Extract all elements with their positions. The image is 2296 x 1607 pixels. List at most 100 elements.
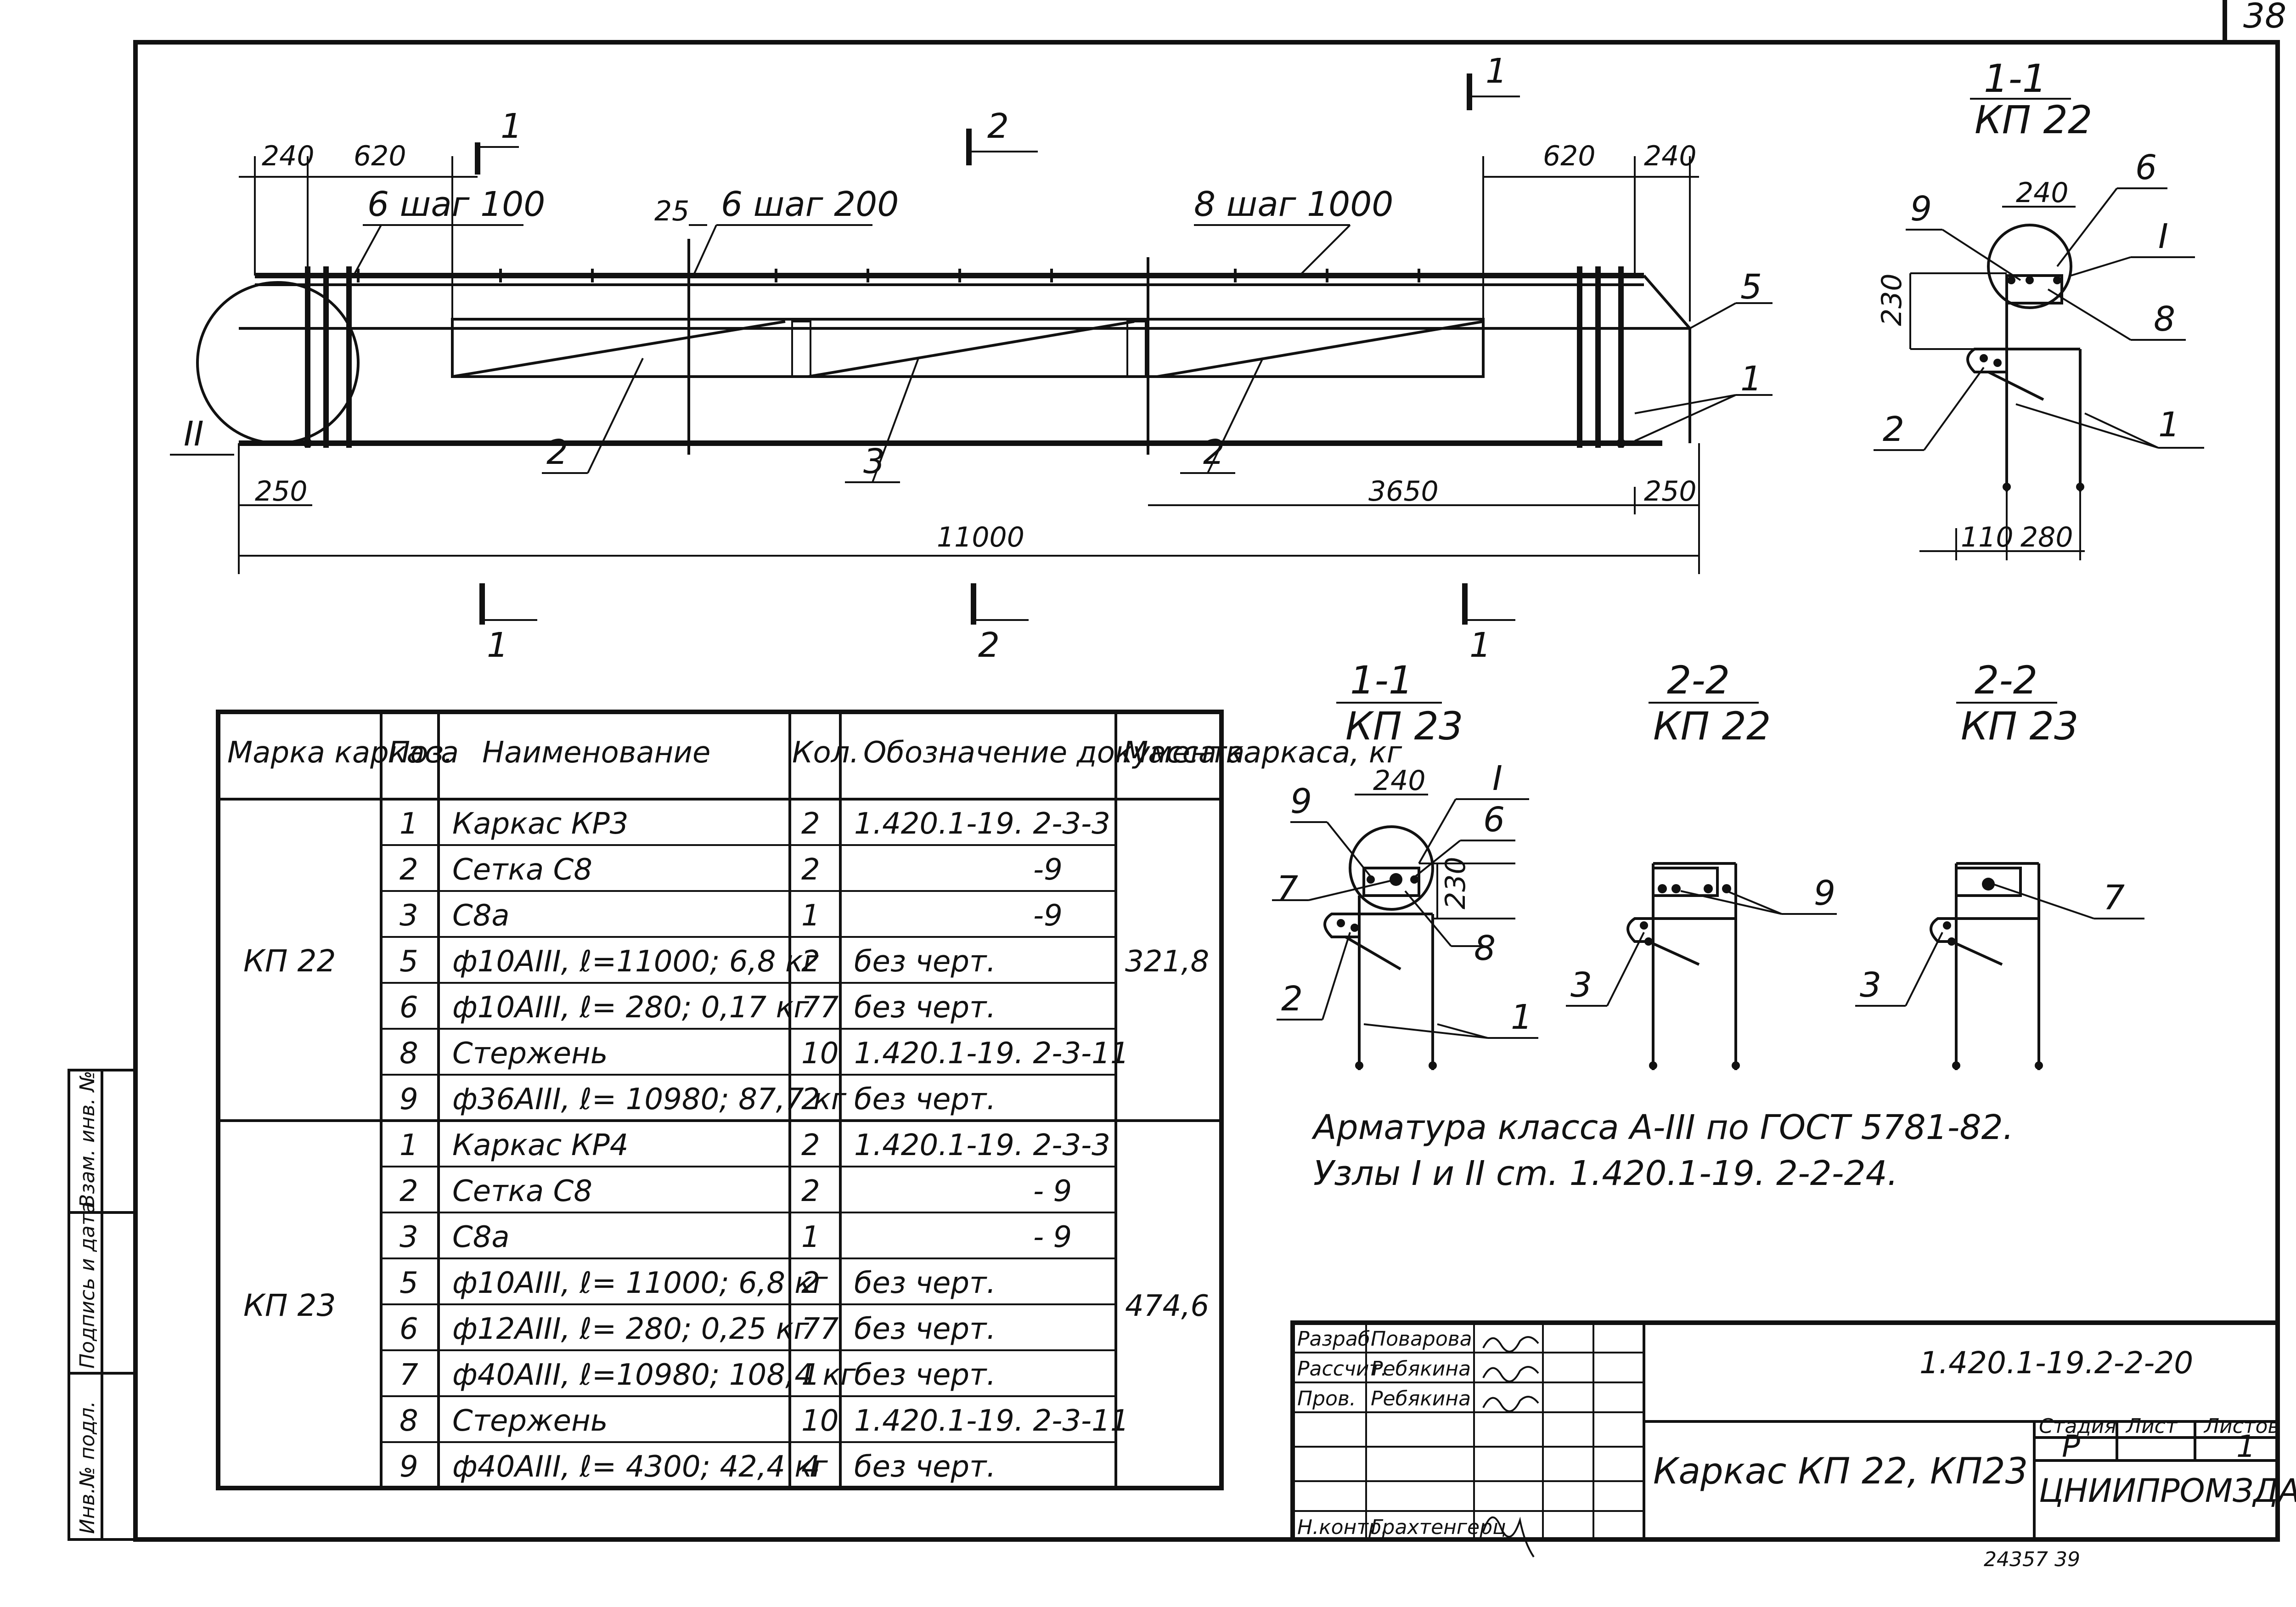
spec-pos: 5 bbox=[400, 945, 418, 979]
title-block-code: 1.420.1-19.2-2-20 bbox=[1919, 1345, 2193, 1381]
dim-620-left: 620 bbox=[354, 140, 406, 172]
section-11-kp22: 1-1 КП 22 240 230 110 280 9 6 I 8 2 bbox=[1874, 56, 2204, 560]
title-block-sheets: 1 bbox=[2236, 1429, 2256, 1464]
spec-mark: КП 23 bbox=[243, 1288, 336, 1323]
spec-qty: 10 bbox=[801, 1037, 838, 1071]
tb-name: Ребякина bbox=[1371, 1357, 1471, 1381]
leader-2-right: 2 bbox=[1203, 433, 1225, 472]
spec-pos: 2 bbox=[400, 853, 418, 887]
spec-qty: 1 bbox=[801, 1220, 820, 1254]
leader-5: 5 bbox=[1740, 267, 1762, 307]
svg-text:1: 1 bbox=[1469, 626, 1491, 665]
leader-3: 3 bbox=[863, 442, 885, 481]
sec11kp22-leader-6: 6 bbox=[2135, 148, 2157, 187]
spec-qty: 77 bbox=[801, 1312, 839, 1346]
leader-1: 1 bbox=[1740, 359, 1762, 399]
dim-250-right: 250 bbox=[1644, 475, 1697, 507]
spec-pos: 1 bbox=[400, 1128, 418, 1162]
cut-mark-bottom-1: 1 bbox=[479, 583, 537, 665]
cut-mark-top-2: 2 bbox=[966, 107, 1038, 165]
section-22-kp22-subtitle: КП 22 bbox=[1653, 704, 1771, 749]
section-22-kp22: 2-2 КП 22 9 3 bbox=[1566, 658, 1837, 1070]
spec-pos: 6 bbox=[400, 1312, 418, 1346]
elevation-view: 240 620 620 240 25 6 шаг 100 6 шаг 200 8… bbox=[170, 51, 1773, 665]
spec-mass: 474,6 bbox=[1125, 1289, 1209, 1323]
sec22kp22-leader-3: 3 bbox=[1570, 965, 1592, 1005]
side-stamp-replace: Взам. инв. № bbox=[76, 1071, 99, 1208]
sec11kp22-dim-110: 110 bbox=[1961, 521, 2014, 553]
dim-250-left: 250 bbox=[255, 475, 308, 507]
section-11-kp22-subtitle: КП 22 bbox=[1975, 97, 2092, 142]
sec22kp22-leader-9: 9 bbox=[1814, 874, 1835, 913]
spec-pos: 8 bbox=[400, 1404, 418, 1438]
svg-text:2: 2 bbox=[987, 107, 1009, 146]
spec-doc: -9 bbox=[1033, 899, 1063, 933]
spec-name: Каркас КР4 bbox=[452, 1128, 628, 1162]
spec-pos: 9 bbox=[400, 1083, 418, 1116]
tb-role: Н.контр. bbox=[1297, 1516, 1388, 1539]
sec11kp23-leader-8: 8 bbox=[1474, 929, 1496, 968]
spec-name: Сетка С8 bbox=[452, 853, 592, 887]
spec-doc: 1.420.1-19. 2-3-3 bbox=[854, 807, 1110, 841]
node-ii-circle bbox=[196, 281, 360, 445]
signature-4 bbox=[1482, 1516, 1535, 1558]
spec-doc: без черт. bbox=[854, 1358, 996, 1392]
bar-label-2: 6 шаг 200 bbox=[721, 185, 899, 224]
spec-qty: 2 bbox=[801, 807, 820, 841]
dim-25: 25 bbox=[654, 195, 689, 227]
spec-doc: без черт. bbox=[854, 1450, 996, 1484]
spec-doc: - 9 bbox=[1033, 1174, 1072, 1208]
sec11kp22-dim-230: 230 bbox=[1876, 273, 1908, 326]
tb-role: Пров. bbox=[1297, 1387, 1356, 1410]
section-11-kp22-title: 1-1 bbox=[1984, 56, 2047, 101]
spec-qty: 2 bbox=[801, 1128, 820, 1162]
sec11kp23-dim-230: 230 bbox=[1440, 857, 1472, 909]
cut-mark-bottom-3: 1 bbox=[1462, 583, 1515, 665]
spec-header-5: Масса каркаса, кг bbox=[1123, 736, 1402, 770]
sheet-number: 38 bbox=[2243, 0, 2286, 36]
spec-qty: 2 bbox=[801, 1083, 820, 1116]
spec-pos: 3 bbox=[400, 899, 418, 933]
spec-pos: 7 bbox=[400, 1358, 418, 1392]
spec-mark: КП 22 bbox=[243, 943, 336, 979]
section-22-kp23-title: 2-2 bbox=[1975, 658, 2037, 703]
side-stamp-sign: Подпись и дата bbox=[76, 1201, 99, 1369]
sheet-frame bbox=[133, 40, 2280, 1542]
sec11kp22-dim-240: 240 bbox=[2016, 177, 2069, 209]
spec-doc: без черт. bbox=[854, 1083, 996, 1116]
tb-role: Разраб. bbox=[1297, 1327, 1377, 1351]
spec-name: Стержень bbox=[452, 1404, 608, 1438]
title-block-roles: Разраб.ПовароваРассчит.РебякинаПров.Ребя… bbox=[1297, 1327, 1506, 1539]
section-11-kp23-subtitle: КП 23 bbox=[1345, 704, 1463, 749]
sec11kp22-dim-280: 280 bbox=[2020, 521, 2073, 553]
spec-name: Стержень bbox=[452, 1037, 608, 1071]
sec11kp22-leader-9: 9 bbox=[1910, 189, 1932, 229]
tb-name: Грахтенгерц bbox=[1371, 1516, 1506, 1539]
sec11kp23-leader-6: 6 bbox=[1483, 800, 1505, 840]
dim-620-right: 620 bbox=[1543, 140, 1596, 172]
spec-header-3: Кол. bbox=[792, 736, 859, 770]
sec11kp23-leader-2: 2 bbox=[1281, 979, 1303, 1019]
bottom-numbers: 24357 39 bbox=[1984, 1548, 2080, 1571]
sec11kp23-dim-240: 240 bbox=[1373, 765, 1426, 797]
spec-qty: 2 bbox=[801, 853, 820, 887]
title-block-sheets-header: Листов bbox=[2203, 1415, 2279, 1438]
spec-doc: без черт. bbox=[854, 991, 996, 1025]
spec-qty: 2 bbox=[801, 1174, 820, 1208]
sec11kp23-leader-7: 7 bbox=[1277, 869, 1298, 908]
signature-1 bbox=[1482, 1336, 1539, 1353]
spec-pos: 2 bbox=[400, 1174, 418, 1208]
section-22-kp22-title: 2-2 bbox=[1667, 658, 1730, 703]
spec-qty: 77 bbox=[801, 991, 839, 1025]
spec-name: ф10АIII, ℓ= 11000; 6,8 кг bbox=[452, 1266, 828, 1300]
sec11kp22-leader-1: 1 bbox=[2158, 405, 2180, 445]
spec-name: С8а bbox=[452, 1220, 510, 1254]
signature-3 bbox=[1482, 1396, 1539, 1412]
spec-name: С8а bbox=[452, 899, 510, 933]
title-block-stage: Р bbox=[2062, 1429, 2080, 1464]
sec22kp23-leader-7: 7 bbox=[2103, 878, 2125, 918]
spec-qty: 4 bbox=[801, 1450, 820, 1484]
sec11kp23-leader-i: I bbox=[1492, 759, 1503, 798]
